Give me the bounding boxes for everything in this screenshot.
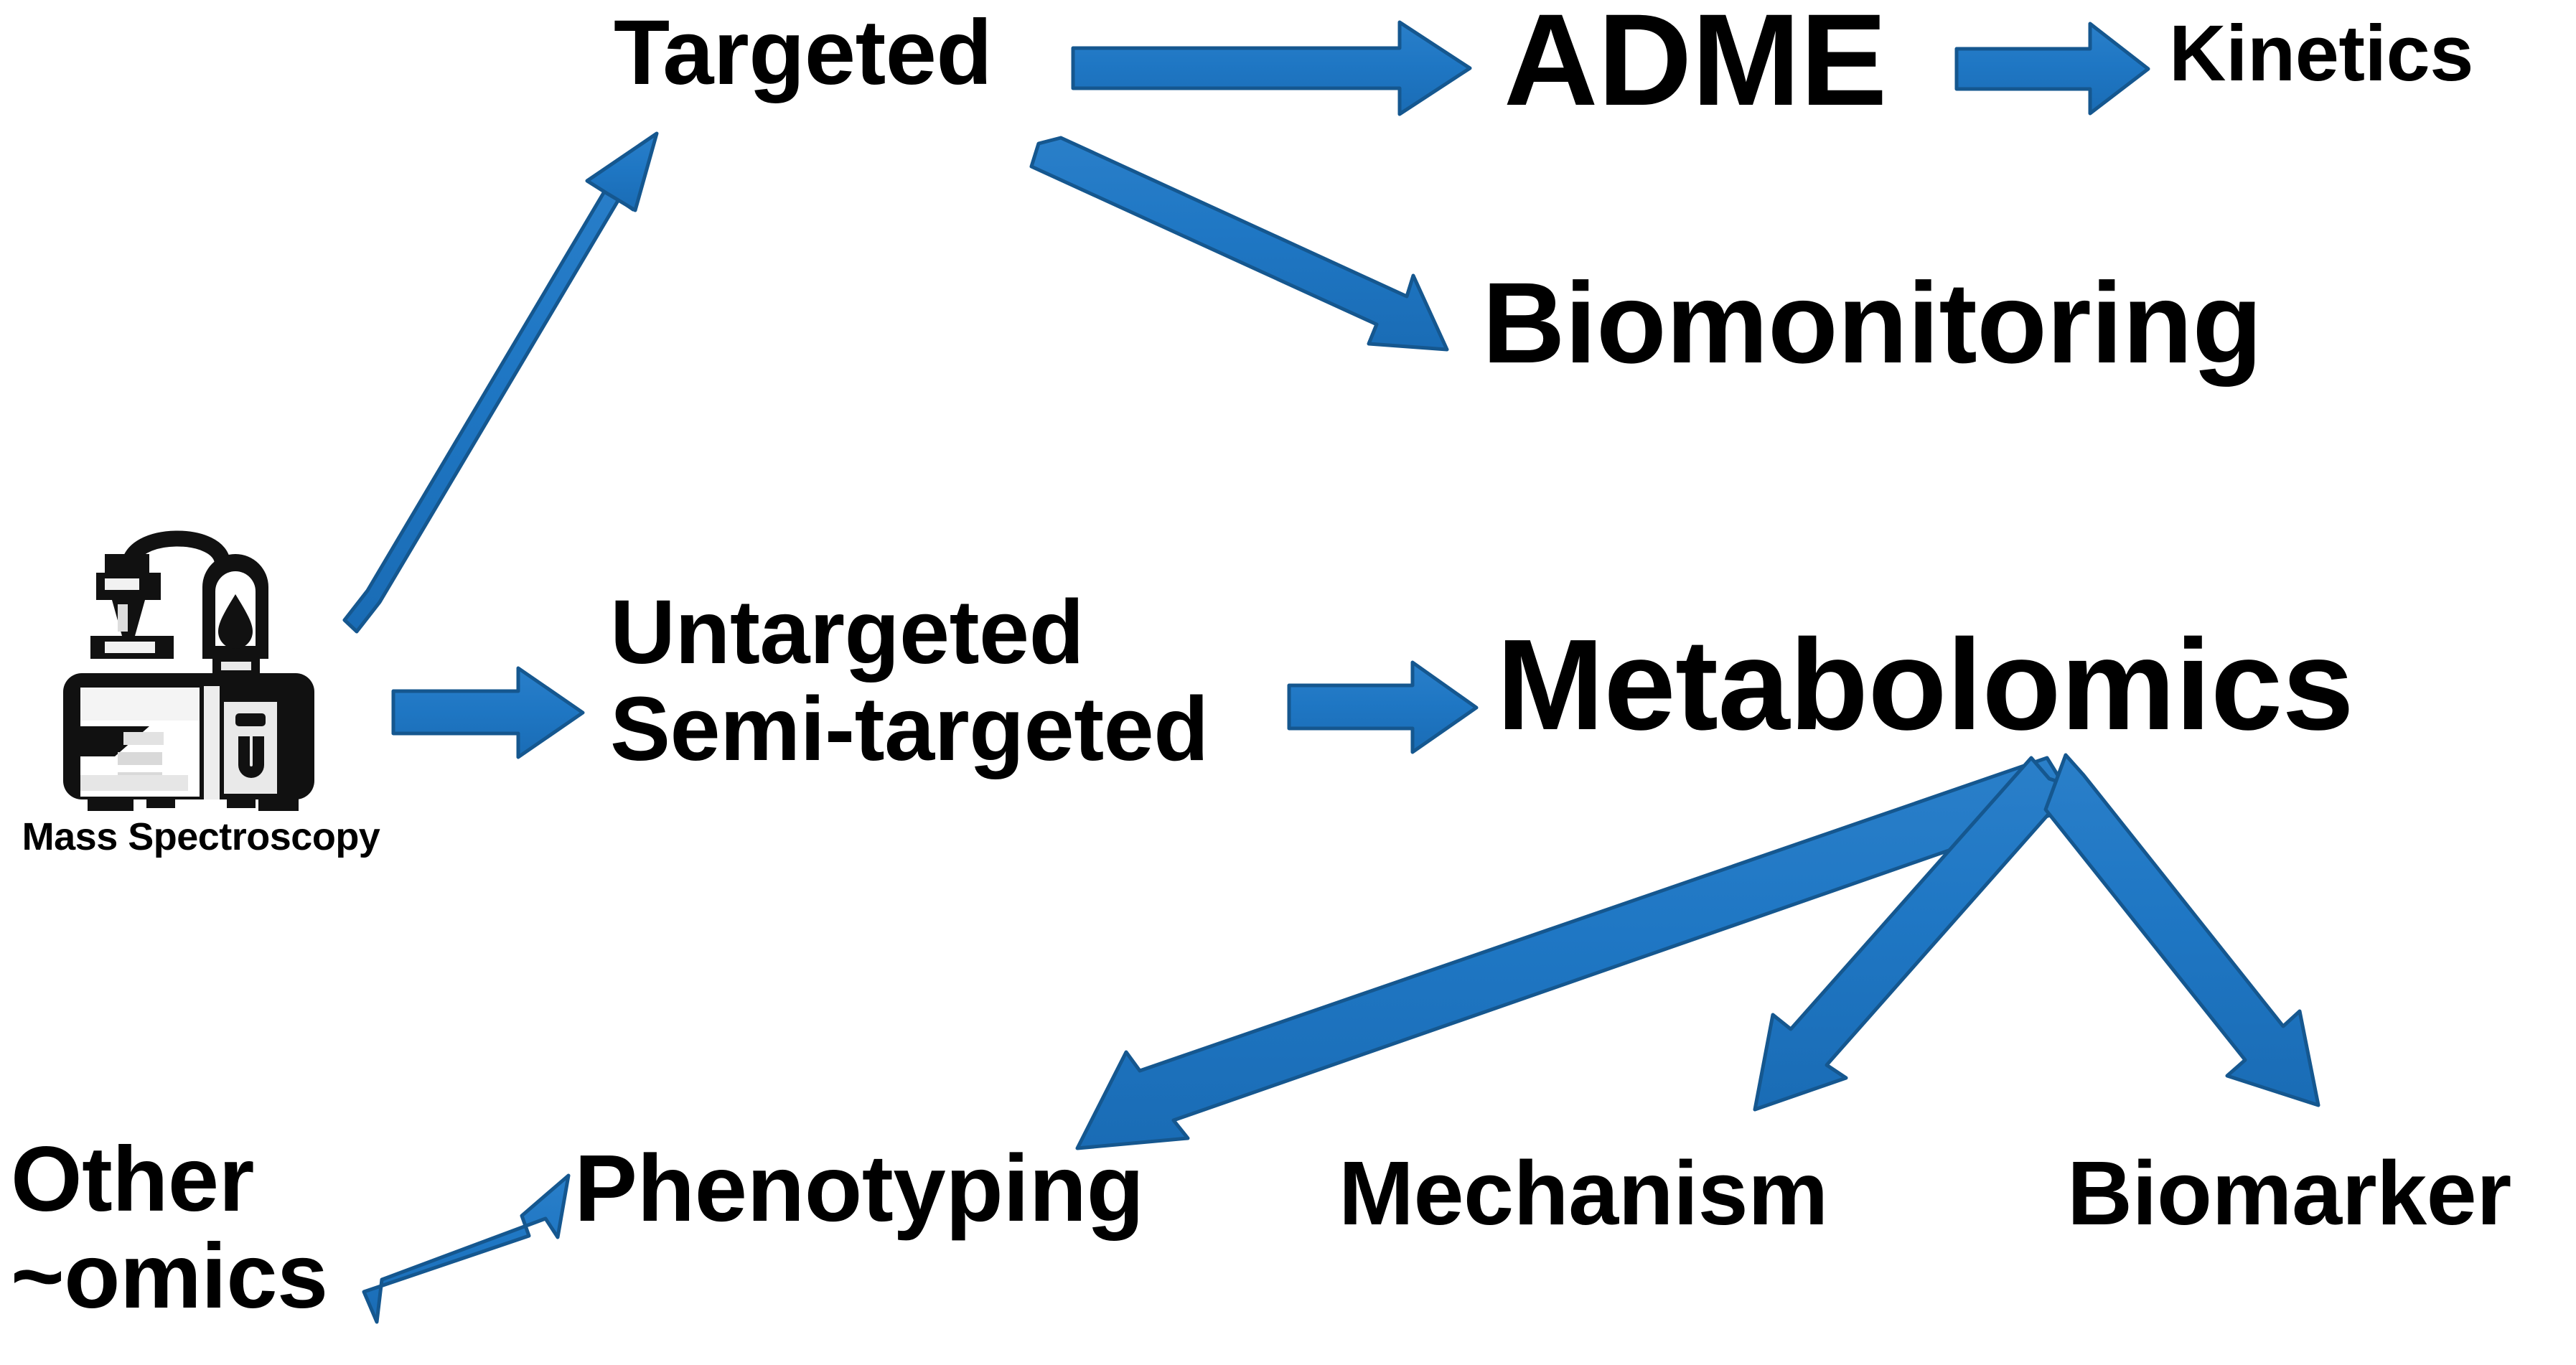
edge-semitargeted-to-metabolomics bbox=[1287, 660, 1479, 754]
edge-targeted-to-biomonitoring bbox=[1029, 136, 1449, 352]
node-other-omics-line2: ~omics bbox=[11, 1225, 328, 1328]
edge-omics-to-phenotyping bbox=[362, 1173, 571, 1324]
edge-targeted-to-adme bbox=[1071, 20, 1472, 116]
node-adme: ADME bbox=[1504, 0, 1887, 133]
node-mechanism: Mechanism bbox=[1339, 1143, 1828, 1244]
edge-ms-to-untargeted bbox=[391, 666, 585, 759]
node-other-omics-line1: Other bbox=[11, 1128, 254, 1231]
mass-spectroscopy-label: Mass Spectroscopy bbox=[22, 815, 380, 858]
edge-ms-to-targeted bbox=[342, 131, 659, 634]
node-metabolomics: Metabolomics bbox=[1497, 613, 2354, 757]
edge-metabolomics-to-biomarker bbox=[2043, 753, 2320, 1107]
mass-spectroscopy-source: Mass Spectroscopy bbox=[22, 517, 380, 858]
node-targeted: Targeted bbox=[614, 1, 993, 104]
mass-spectrometer-icon bbox=[63, 530, 314, 811]
node-semi-targeted: Semi-targeted bbox=[610, 678, 1209, 779]
edge-metabolomics-to-phenotyping bbox=[1075, 756, 2083, 1150]
edge-adme-to-kinetics bbox=[1954, 22, 2150, 116]
node-phenotyping: Phenotyping bbox=[574, 1135, 1144, 1241]
edge-metabolomics-to-mechanism bbox=[1753, 756, 2075, 1112]
node-biomarker: Biomarker bbox=[2067, 1143, 2511, 1244]
node-untargeted: Untargeted bbox=[610, 581, 1085, 682]
node-kinetics: Kinetics bbox=[2169, 9, 2473, 98]
node-biomonitoring: Biomonitoring bbox=[1482, 258, 2262, 387]
